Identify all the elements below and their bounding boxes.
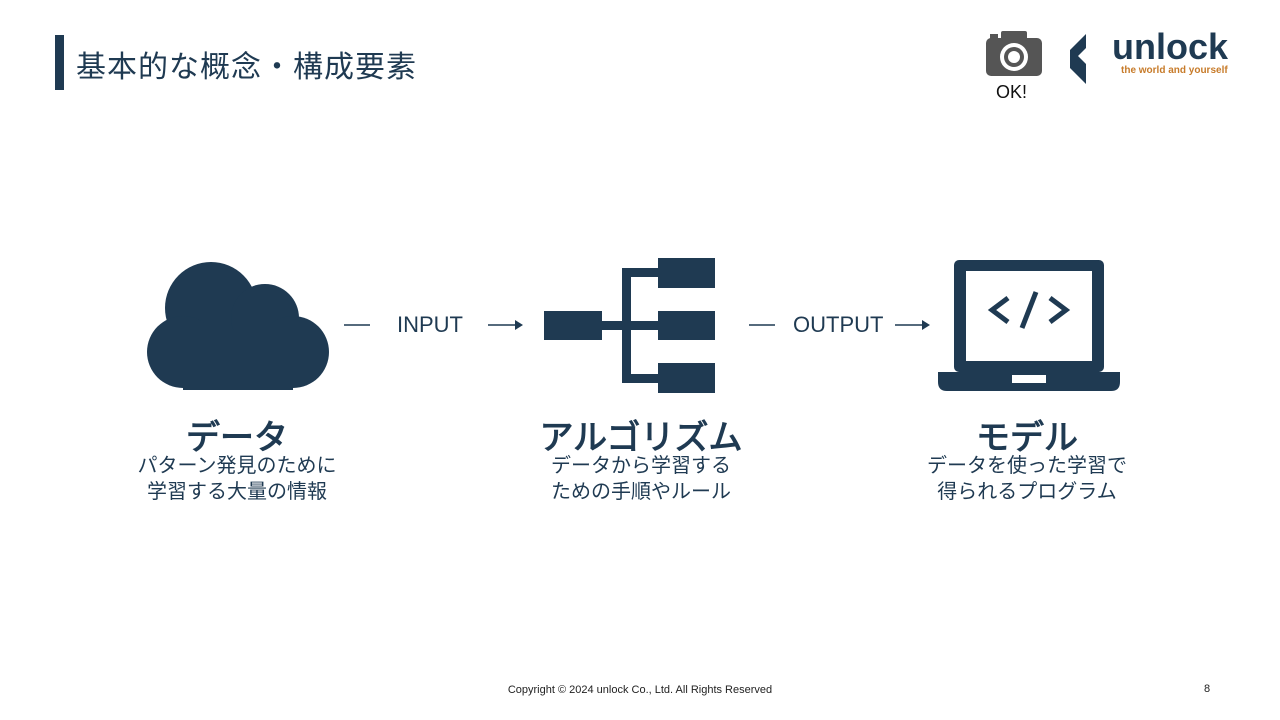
page-title: 基本的な概念・構成要素 [76, 50, 417, 85]
node-desc-data-line2: 学習する大量の情報 [147, 479, 327, 503]
cloud-icon [147, 262, 329, 390]
status-ok-label: OK! [996, 82, 1028, 102]
node-desc-algorithm-line2: ための手順やルール [551, 479, 731, 503]
logo-tagline: the world and yourself [1121, 65, 1228, 76]
page-number: 8 [1204, 683, 1211, 695]
node-desc-data-line1: パターン発見のために [137, 453, 337, 477]
copyright-text: Copyright © 2024 unlock Co., Ltd. All Ri… [507, 684, 773, 696]
node-desc-model-line1: データを使った学習で [927, 453, 1127, 477]
output-arrow-icon [895, 320, 930, 330]
input-line-left [344, 324, 370, 326]
node-title-data: データ [186, 418, 288, 458]
title-accent-bar [55, 35, 64, 90]
node-desc-model-line2: 得られるプログラム [937, 479, 1117, 503]
laptop-code-icon [938, 260, 1120, 391]
logo-wordmark: unlock [1112, 26, 1229, 67]
input-label: INPUT [397, 312, 463, 337]
camera-icon [986, 31, 1042, 76]
output-label: OUTPUT [793, 312, 884, 337]
input-arrow-icon [488, 320, 523, 330]
logo-mark-icon [1070, 34, 1086, 84]
node-title-model: モデル [976, 418, 1078, 458]
flowchart-icon [544, 258, 715, 393]
output-line-left [749, 324, 775, 326]
node-desc-algorithm-line1: データから学習する [551, 453, 731, 477]
node-title-algorithm: アルゴリズム [539, 418, 743, 458]
